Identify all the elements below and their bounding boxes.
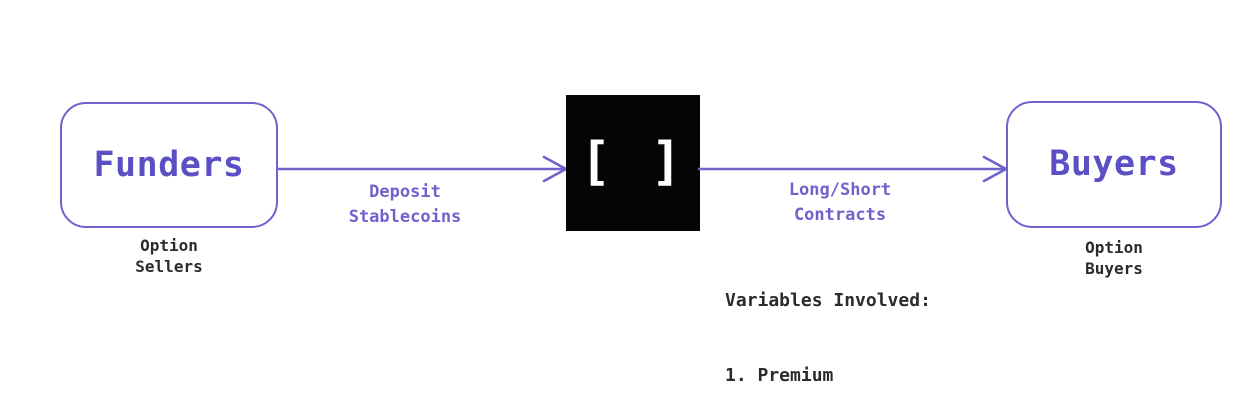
node-funders-label: Funders bbox=[93, 144, 245, 185]
node-protocol-logo[interactable]: [ ] bbox=[566, 95, 700, 231]
node-buyers-label: Buyers bbox=[1049, 144, 1179, 184]
variables-list-item: 1. Premium bbox=[725, 365, 834, 386]
variables-list-title: Variables Involved: bbox=[725, 290, 931, 311]
node-buyers[interactable]: Buyers bbox=[1006, 101, 1222, 228]
variables-list: Variables Involved: 1. Premium 2. Strike… bbox=[725, 238, 931, 416]
arrow-contracts-label: Long/Short Contracts bbox=[788, 180, 892, 225]
brackets-icon: [ ] bbox=[580, 132, 686, 192]
node-buyers-caption: Option Buyers bbox=[1085, 238, 1143, 278]
node-funders[interactable]: Funders bbox=[60, 102, 278, 228]
node-funders-caption: Option Sellers bbox=[135, 236, 203, 276]
arrow-deposit-label: Deposit Stablecoins bbox=[348, 182, 462, 227]
